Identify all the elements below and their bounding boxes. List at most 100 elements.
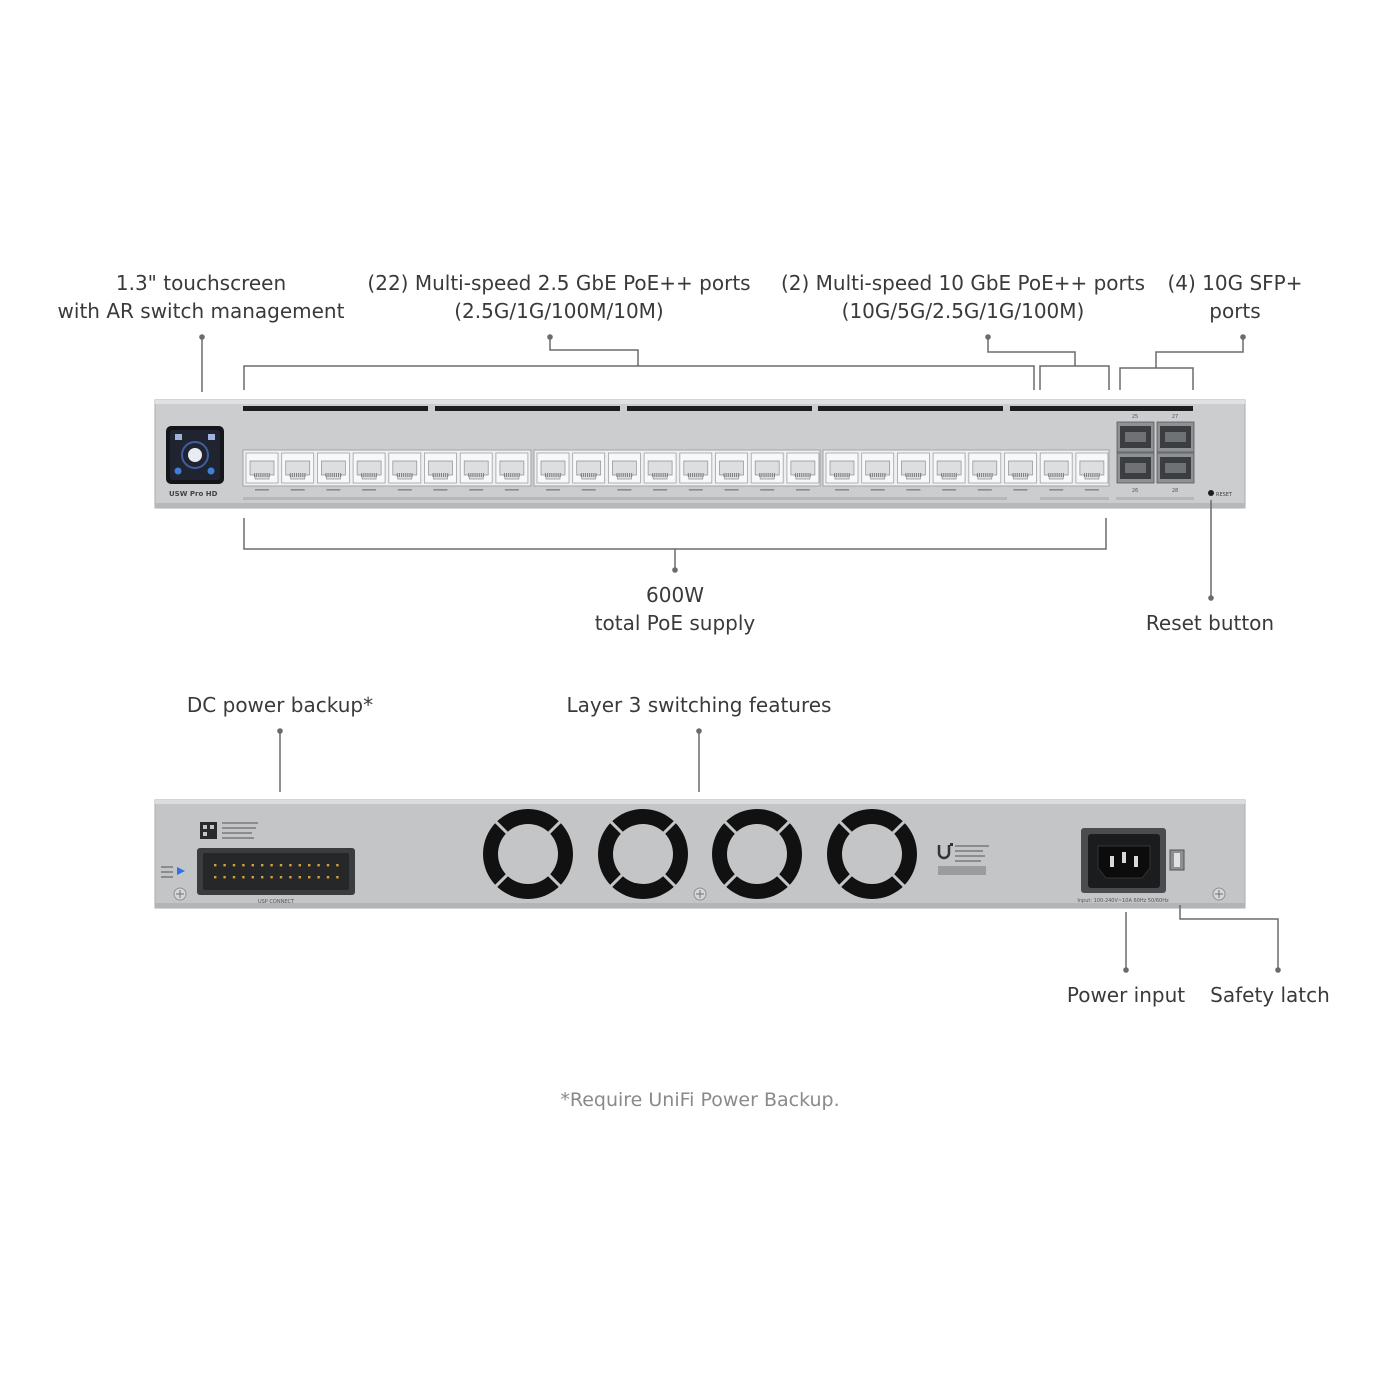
power-spec-label: Input: 100-240V~10A 60Hz 50/60Hz [1077, 898, 1169, 904]
sfp-port[interactable] [1156, 421, 1195, 453]
status-led-icon [177, 867, 185, 875]
callout-dc-backup: DC power backup* [186, 693, 374, 717]
dc-pin [261, 876, 264, 879]
dc-pin [289, 864, 292, 867]
dc-pin [242, 876, 245, 879]
sfp-port[interactable] [1116, 452, 1155, 484]
rear-callout-lines [279, 731, 1279, 970]
fan [483, 809, 573, 899]
rj45-port[interactable] [352, 452, 386, 491]
sfp-ports: 25 26 27 28 [1116, 414, 1195, 494]
fan [827, 809, 917, 899]
rj45-port[interactable] [424, 452, 457, 491]
front-callout-lines [201, 337, 1244, 598]
rj45-port[interactable] [316, 452, 350, 491]
dc-pin [317, 876, 320, 879]
rj45-port[interactable] [932, 452, 966, 491]
dc-pin [223, 864, 226, 867]
callout-safety-latch: Safety latch [1210, 983, 1330, 1007]
sfp-port-label: 28 [1172, 488, 1178, 494]
regulatory-marks [938, 845, 989, 875]
screw-icons [173, 887, 1226, 901]
rear-callout-dots [277, 728, 1281, 973]
front-callout-dots [199, 334, 1246, 601]
qr-code [200, 822, 217, 839]
rj45-port[interactable] [643, 452, 677, 491]
sfp-port[interactable] [1156, 452, 1195, 484]
dc-pin [223, 876, 226, 879]
dc-pin [308, 876, 311, 879]
reset-label: RESET [1216, 492, 1233, 498]
rj45-port[interactable] [1004, 452, 1037, 491]
safety-latch[interactable] [1169, 849, 1185, 871]
rj45-port[interactable] [968, 452, 1002, 491]
rj45-port[interactable] [825, 452, 859, 491]
callout-sfp-ports: (4) 10G SFP+ ports [1167, 271, 1303, 323]
dc-pin [308, 864, 311, 867]
callout-poe-supply: 600W total PoE supply [594, 583, 756, 635]
rj45-port[interactable] [245, 452, 279, 491]
rj45-port[interactable] [608, 452, 641, 491]
dc-pin [336, 864, 339, 867]
dc-pin [298, 876, 301, 879]
dc-pin [279, 876, 283, 879]
callout-power-input: Power input [1066, 983, 1186, 1007]
callout-touchscreen: 1.3" touchscreen with AR switch manageme… [57, 271, 345, 323]
dc-pin [242, 864, 245, 867]
dc-pin [336, 876, 339, 879]
rj45-port[interactable] [572, 452, 606, 491]
dc-pin [261, 864, 264, 867]
rj45-port[interactable] [536, 452, 570, 491]
fan [712, 809, 802, 899]
sfp-port-label: 25 [1132, 414, 1138, 420]
rear-panel: USP CONNECT [154, 799, 1246, 909]
rj45-port[interactable] [1075, 452, 1109, 491]
dc-pin [298, 864, 301, 867]
dc-pin [289, 876, 292, 879]
rj45-port[interactable] [388, 452, 422, 491]
fan [598, 809, 688, 899]
port-led-bars [243, 406, 1193, 411]
dc-pin [232, 864, 236, 867]
rj45-port[interactable] [281, 452, 315, 491]
callout-10g-ports: (2) Multi-speed 10 GbE PoE++ ports (10G/… [780, 271, 1146, 323]
usp-label: USP CONNECT [258, 899, 295, 905]
front-panel: USW Pro HD 25 26 27 28 RESET [154, 399, 1246, 509]
rj45-port[interactable] [1039, 452, 1073, 491]
callout-2-5g-ports: (22) Multi-speed 2.5 GbE PoE++ ports (2.… [367, 271, 751, 323]
dc-pin [270, 876, 273, 879]
rj45-port[interactable] [786, 452, 820, 491]
dc-pin [214, 876, 217, 879]
fans [483, 809, 917, 899]
model-label: USW Pro HD [169, 490, 218, 498]
power-inlet[interactable] [1081, 828, 1166, 893]
sfp-port-label: 27 [1172, 414, 1178, 420]
dc-pin [326, 864, 330, 867]
sfp-port-label: 26 [1132, 488, 1138, 494]
rj45-port[interactable] [715, 452, 748, 491]
dc-pin [270, 864, 273, 867]
rj45-port[interactable] [861, 452, 895, 491]
dc-pin [251, 864, 254, 867]
brand-logo-icon [937, 843, 953, 860]
rj45-port[interactable] [897, 452, 930, 491]
sfp-port[interactable] [1116, 421, 1155, 453]
dc-pin [279, 864, 283, 867]
footnote: *Require UniFi Power Backup. [560, 1089, 840, 1111]
dc-pin [214, 864, 217, 867]
dc-pin [251, 876, 254, 879]
rj45-port[interactable] [750, 452, 784, 491]
dc-pin [326, 876, 330, 879]
dc-pin [232, 876, 236, 879]
callout-layer3: Layer 3 switching features [566, 693, 832, 717]
rj45-port[interactable] [459, 452, 493, 491]
dc-connector-pins [214, 864, 339, 879]
rj45-port[interactable] [679, 452, 713, 491]
callout-reset-button: Reset button [1145, 611, 1275, 635]
reset-button[interactable] [1208, 490, 1214, 496]
touchscreen [166, 426, 224, 484]
rj45-port[interactable] [495, 452, 529, 491]
dc-pin [317, 864, 320, 867]
